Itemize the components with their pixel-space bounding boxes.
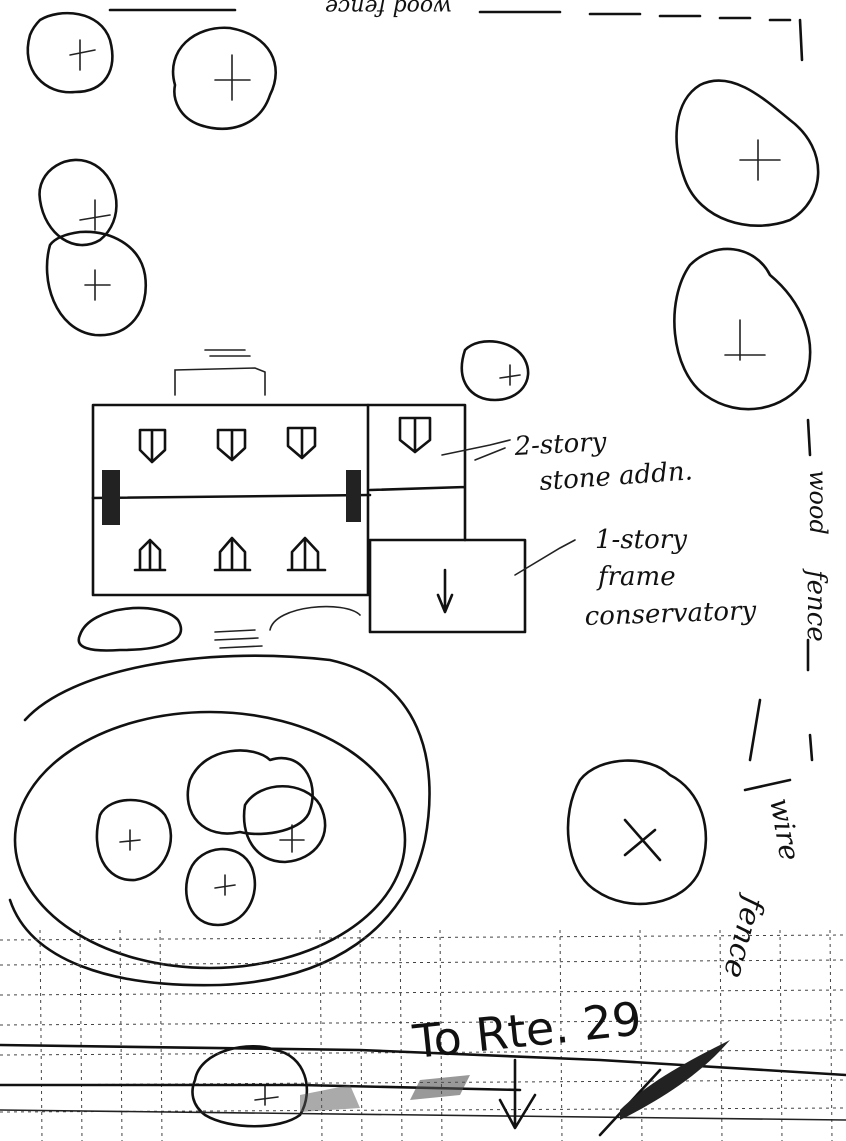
shrub-front-mid [269, 605, 361, 631]
top-fence-line [108, 8, 792, 22]
top-fence-label: wood fence [325, 0, 452, 19]
tree-right-lower [673, 247, 812, 411]
front-lawn-outer [8, 654, 431, 987]
lawn-tree-3 [185, 847, 257, 927]
wire-fence-line [743, 698, 792, 792]
tree-lower-right [566, 759, 708, 906]
tree-left-upper [38, 158, 148, 337]
road-scribble [300, 1040, 730, 1120]
conservatory [368, 538, 576, 634]
conservatory-label-line2: frame [596, 562, 676, 592]
stone-addition [366, 403, 511, 542]
wire-fence-label-2: fence [716, 891, 772, 982]
rear-porch [174, 349, 266, 396]
main-house [91, 403, 372, 597]
wire-fence-label-1: wire [763, 795, 806, 863]
addition-label-line2: stone addn. [538, 456, 693, 497]
lawn-tree-1 [95, 798, 173, 882]
tree-right-upper [675, 79, 820, 228]
shrub-front-left [77, 606, 183, 652]
conservatory-label-line3: conservatory [584, 596, 757, 632]
conservatory-label-line1: 1-story [595, 525, 687, 555]
right-fence-line [798, 18, 814, 762]
front-steps [214, 629, 263, 649]
tree-bottom [186, 749, 314, 836]
windows-lower [133, 536, 327, 572]
addition-label-line1: 2-story [513, 427, 608, 462]
windows-upper [138, 426, 317, 464]
chimney-left [102, 470, 120, 525]
tree-top-left-2 [171, 26, 277, 130]
front-lawn-inner [13, 710, 407, 970]
lawn-tree-2 [242, 785, 327, 864]
right-wood-fence-label-2: fence [801, 568, 831, 642]
tree-bottom-road [191, 1044, 309, 1128]
leader-lines [474, 447, 506, 461]
tree-top-left-1 [26, 11, 114, 94]
right-wood-fence-label-1: wood [804, 470, 832, 535]
shrub-near-addition [460, 340, 530, 402]
chimney-right [346, 470, 361, 522]
